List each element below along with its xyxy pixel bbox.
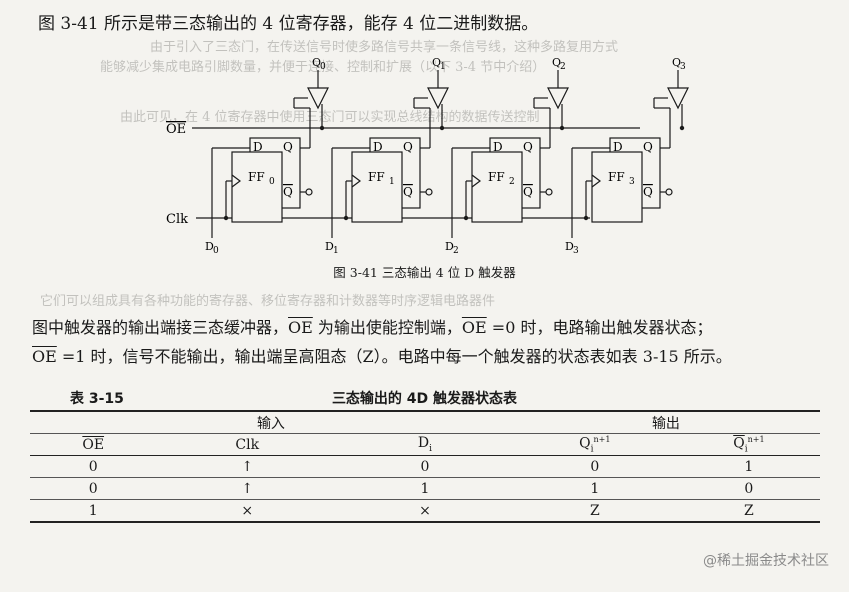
- svg-text:Q: Q: [523, 185, 533, 199]
- header-q: Qin+1: [511, 433, 678, 456]
- svg-text:D: D: [253, 140, 263, 154]
- register-circuit-diagram: OE Clk D Q Q: [166, 56, 689, 256]
- svg-text:2: 2: [453, 246, 459, 256]
- svg-text:FF: FF: [248, 170, 265, 184]
- svg-text:3: 3: [680, 62, 686, 72]
- svg-text:Q: Q: [312, 56, 321, 69]
- svg-text:Q: Q: [403, 185, 413, 199]
- flipflop-3: D Q Q FF 3 Q 3 D 3: [565, 56, 689, 256]
- bleed-text: 由此可见，在 4 位寄存器中使用三态门可以实现总线结构的数据传送控制: [120, 110, 540, 125]
- paragraph-line-2: OE =1 时，信号不能输出，输出端呈高阻态（Z）。电路中每一个触发器的状态表如…: [32, 347, 732, 366]
- figure-caption: 图 3-41 三态输出 4 位 D 触发器: [333, 265, 516, 280]
- svg-text:1: 1: [389, 177, 395, 187]
- table-group-row: 输入 输出: [30, 410, 820, 434]
- paragraph-line-1: 图中触发器的输出端接三态缓冲器，OE 为输出使能控制端，OE =0 时，电路输出…: [32, 318, 713, 337]
- header-clk: Clk: [156, 433, 339, 456]
- svg-text:D: D: [445, 240, 454, 253]
- flipflop-1: D Q Q FF 1 Q 1 D 1: [325, 56, 449, 256]
- svg-text:Q: Q: [523, 140, 533, 154]
- svg-text:Q: Q: [283, 140, 293, 154]
- svg-text:3: 3: [573, 246, 579, 256]
- svg-text:Q: Q: [432, 56, 441, 69]
- svg-text:D: D: [613, 140, 623, 154]
- svg-text:FF: FF: [488, 170, 505, 184]
- flipflop-0: D Q Q FF 0 Q 0 D 0: [205, 56, 329, 256]
- table-row: 0 ↑ 0 0 1: [30, 455, 820, 478]
- table-row: 0 ↑ 1 1 0: [30, 477, 820, 500]
- group-output: 输出: [511, 410, 820, 434]
- svg-text:1: 1: [440, 62, 446, 72]
- state-table: 输入 输出 OE Clk Di Qin+1 Qin+1 0 ↑ 0 0 1 0 …: [30, 410, 820, 523]
- table-label: 表 3-15: [70, 391, 124, 407]
- svg-text:D: D: [205, 240, 214, 253]
- header-d: Di: [338, 433, 512, 456]
- svg-text:D: D: [373, 140, 383, 154]
- watermark: @稀土掘金技术社区: [703, 553, 829, 569]
- svg-text:Q: Q: [672, 56, 681, 69]
- svg-text:FF: FF: [368, 170, 385, 184]
- flipflop-2: D Q Q FF 2 Q 2 D 2: [445, 56, 569, 256]
- table-header-row: OE Clk Di Qin+1 Qin+1: [30, 433, 820, 456]
- table-title: 三态输出的 4D 触发器状态表: [331, 391, 518, 407]
- bleed-text: 它们可以组成具有各种功能的寄存器、移位寄存器和计数器等时序逻辑电路器件: [40, 294, 496, 309]
- header-qbar: Qin+1: [677, 433, 820, 456]
- svg-text:1: 1: [333, 246, 339, 256]
- intro-text: 图 3-41 所示是带三态输出的 4 位寄存器，能存 4 位二进制数据。: [38, 14, 539, 34]
- bleed-text: 能够减少集成电路引脚数量，并便于连接、控制和扩展（以下 3-4 节中介绍）: [100, 60, 546, 75]
- svg-text:2: 2: [560, 62, 566, 72]
- svg-text:Q: Q: [643, 140, 653, 154]
- svg-text:Q: Q: [283, 185, 293, 199]
- header-oe: OE: [30, 433, 157, 456]
- oe-label: OE: [166, 122, 186, 137]
- group-input: 输入: [30, 410, 512, 434]
- svg-text:D: D: [493, 140, 503, 154]
- bleed-text: 由于引入了三态门，在传送信号时使多路信号共享一条信号线，这种多路复用方式: [150, 40, 619, 55]
- table-row: 1 × × Z Z: [30, 499, 820, 523]
- svg-text:D: D: [565, 240, 574, 253]
- svg-text:2: 2: [509, 177, 515, 187]
- svg-text:D: D: [325, 240, 334, 253]
- svg-text:Q: Q: [643, 185, 653, 199]
- svg-text:0: 0: [269, 177, 275, 187]
- svg-text:Q: Q: [552, 56, 561, 69]
- svg-text:3: 3: [629, 177, 635, 187]
- svg-text:0: 0: [320, 62, 326, 72]
- svg-text:FF: FF: [608, 170, 625, 184]
- svg-text:0: 0: [213, 246, 219, 256]
- svg-text:Q: Q: [403, 140, 413, 154]
- clk-label: Clk: [166, 212, 188, 227]
